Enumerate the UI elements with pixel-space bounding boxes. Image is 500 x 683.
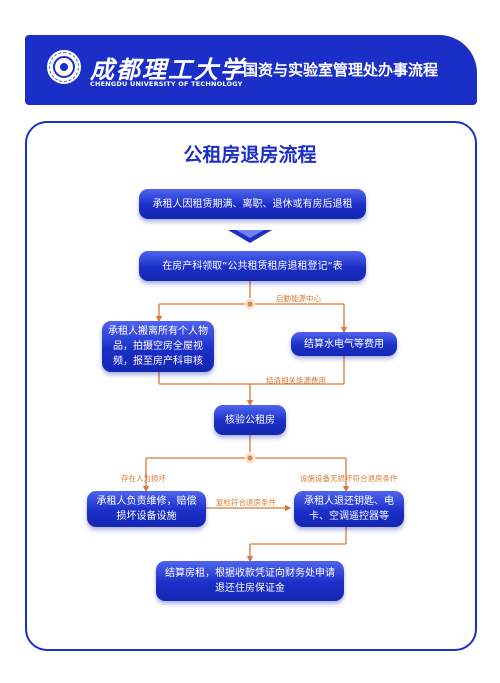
- step-get-form: 在房产科领取“公共租赁租房退租登记”表: [139, 251, 366, 281]
- label-no-damage: 设施设备无损坏符合退房条件: [300, 474, 398, 483]
- label-recheck: 复检符合退房条件: [216, 498, 276, 507]
- page-title: 公租房退房流程: [183, 144, 317, 166]
- label-damaged: 存在人为损坏: [121, 474, 166, 483]
- step-refund-deposit: 结算房租，根据收款凭证向财务处申请退还住房保证金: [156, 561, 344, 601]
- logo-inner: [53, 56, 75, 78]
- chevron-down-icon: [228, 230, 272, 243]
- step-return-keys: 承租人退还钥匙、电卡、空调遥控器等: [294, 491, 404, 527]
- step-inspect-housing: 核验公租房: [214, 405, 286, 435]
- step-request-move-out: 承租人因租赁期满、离职、退休或有房后退租: [139, 189, 366, 219]
- junction-sun-icon: [244, 298, 256, 310]
- step-repair-damage: 承租人负责维修，赔偿损坏设备设施: [87, 491, 206, 527]
- label-energy-settled: 结清相关能源费用: [266, 376, 326, 385]
- university-logo-icon: [45, 48, 83, 86]
- school-name-cn: 成都理工大学: [90, 55, 246, 84]
- step-settle-utilities: 结算水电气等费用: [291, 332, 397, 356]
- header-banner: [25, 35, 477, 105]
- logo-ring: [49, 52, 79, 82]
- step-vacate-and-video: 承租人搬离所有个人物品，拍摄空房全屋视频，报至房产科审核: [102, 321, 214, 372]
- school-name-en: CHENGDU UNIVERSITY OF TECHNOLOGY: [90, 80, 243, 88]
- junction-sun-icon: [244, 452, 256, 464]
- logo-dot: [60, 63, 68, 71]
- label-start-energy: 启動能源中心: [276, 294, 321, 303]
- header-title: 国资与实验室管理处办事流程: [243, 61, 439, 79]
